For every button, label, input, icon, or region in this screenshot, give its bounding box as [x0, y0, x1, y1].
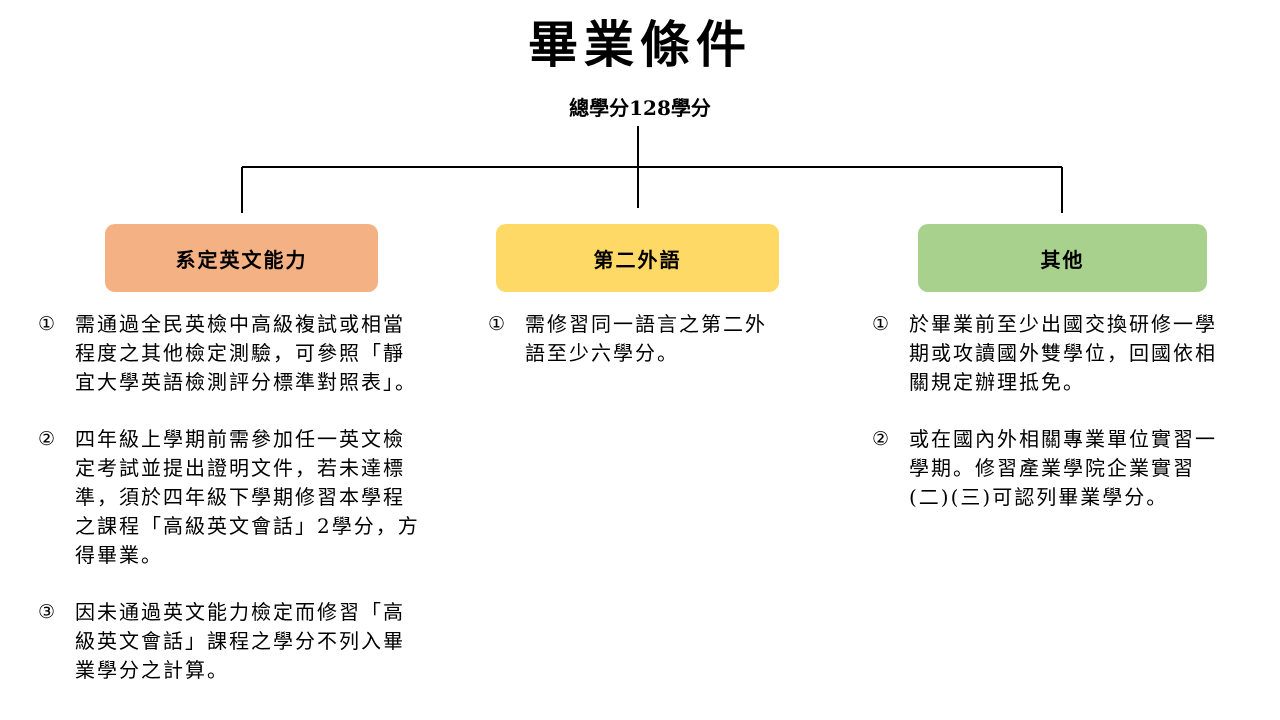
total-credits: 總學分128學分: [569, 96, 711, 120]
item-marker: ②: [38, 428, 56, 450]
list-item: ① 需通過全民英檢中高級複試或相當 程度之其他檢定測驗，可參照「靜 宜大學英語檢…: [38, 310, 458, 397]
second-language-box: 第二外語: [496, 224, 779, 292]
other-requirements-list: ① 於畢業前至少出國交換研修一學 期或攻讀國外雙學位，回國依相 關規定辦理抵免。…: [872, 310, 1252, 540]
other-label: 其他: [1040, 247, 1085, 272]
page-title: 畢業條件: [528, 15, 752, 74]
item-marker: ③: [38, 601, 56, 623]
item-marker: ①: [872, 313, 890, 335]
item-marker: ②: [872, 428, 890, 450]
item-text: 於畢業前至少出國交換研修一學 期或攻讀國外雙學位，回國依相 關規定辦理抵免。: [909, 312, 1217, 394]
item-text: 需修習同一語言之第二外 語至少六學分。: [525, 312, 767, 365]
other-box: 其他: [918, 224, 1207, 292]
list-item: ① 於畢業前至少出國交換研修一學 期或攻讀國外雙學位，回國依相 關規定辦理抵免。: [872, 310, 1252, 397]
item-marker: ①: [38, 313, 56, 335]
english-requirements-list: ① 需通過全民英檢中高級複試或相當 程度之其他檢定測驗，可參照「靜 宜大學英語檢…: [38, 310, 458, 713]
list-item: ③ 因未通過英文能力檢定而修習「高 級英文會話」課程之學分不列入畢 業學分之計算…: [38, 598, 458, 685]
english-ability-label: 系定英文能力: [175, 247, 308, 272]
item-text: 或在國內外相關專業單位實習一 學期。修習產業學院企業實習 (二)(三)可認列畢業…: [909, 427, 1217, 509]
item-text: 需通過全民英檢中高級複試或相當 程度之其他檢定測驗，可參照「靜 宜大學英語檢測評…: [75, 312, 417, 394]
list-item: ② 或在國內外相關專業單位實習一 學期。修習產業學院企業實習 (二)(三)可認列…: [872, 425, 1252, 512]
item-text: 四年級上學期前需參加任一英文檢 定考試並提出證明文件，若未達標 準，須於四年級下…: [75, 427, 420, 567]
item-text: 因未通過英文能力檢定而修習「高 級英文會話」課程之學分不列入畢 業學分之計算。: [75, 600, 405, 682]
second-language-label: 第二外語: [593, 247, 682, 272]
item-marker: ①: [488, 313, 506, 335]
list-item: ① 需修習同一語言之第二外 語至少六學分。: [488, 310, 798, 368]
second-language-requirements-list: ① 需修習同一語言之第二外 語至少六學分。: [488, 310, 798, 396]
english-ability-box: 系定英文能力: [105, 224, 378, 292]
list-item: ② 四年級上學期前需參加任一英文檢 定考試並提出證明文件，若未達標 準，須於四年…: [38, 425, 458, 570]
